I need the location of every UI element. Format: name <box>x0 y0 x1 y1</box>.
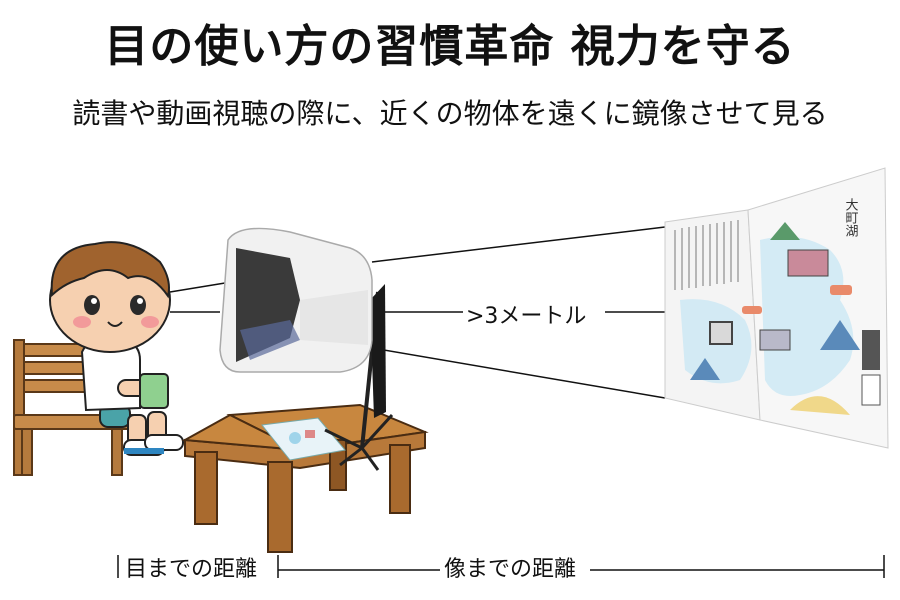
device-stand <box>324 284 394 471</box>
viewer-device <box>219 227 373 373</box>
projection-line-top <box>371 226 666 263</box>
book-title: 大町湖 <box>843 198 859 237</box>
table-map <box>261 417 346 461</box>
distance-label: >3メートル <box>463 298 590 330</box>
projected-book: 大町湖 <box>664 167 889 449</box>
eye-distance-label: 目までの距離 <box>121 551 262 583</box>
child <box>49 241 184 456</box>
page-title: 目の使い方の習慣革命 視力を守る <box>104 21 796 72</box>
table <box>181 403 429 553</box>
eye-line-top <box>169 282 226 293</box>
page-subtitle: 読書や動画視聴の際に、近くの物体を遠くに鏡像させて見る <box>72 97 828 130</box>
projection-line-bottom <box>371 347 666 399</box>
image-distance-label: 像までの距離 <box>440 551 581 583</box>
